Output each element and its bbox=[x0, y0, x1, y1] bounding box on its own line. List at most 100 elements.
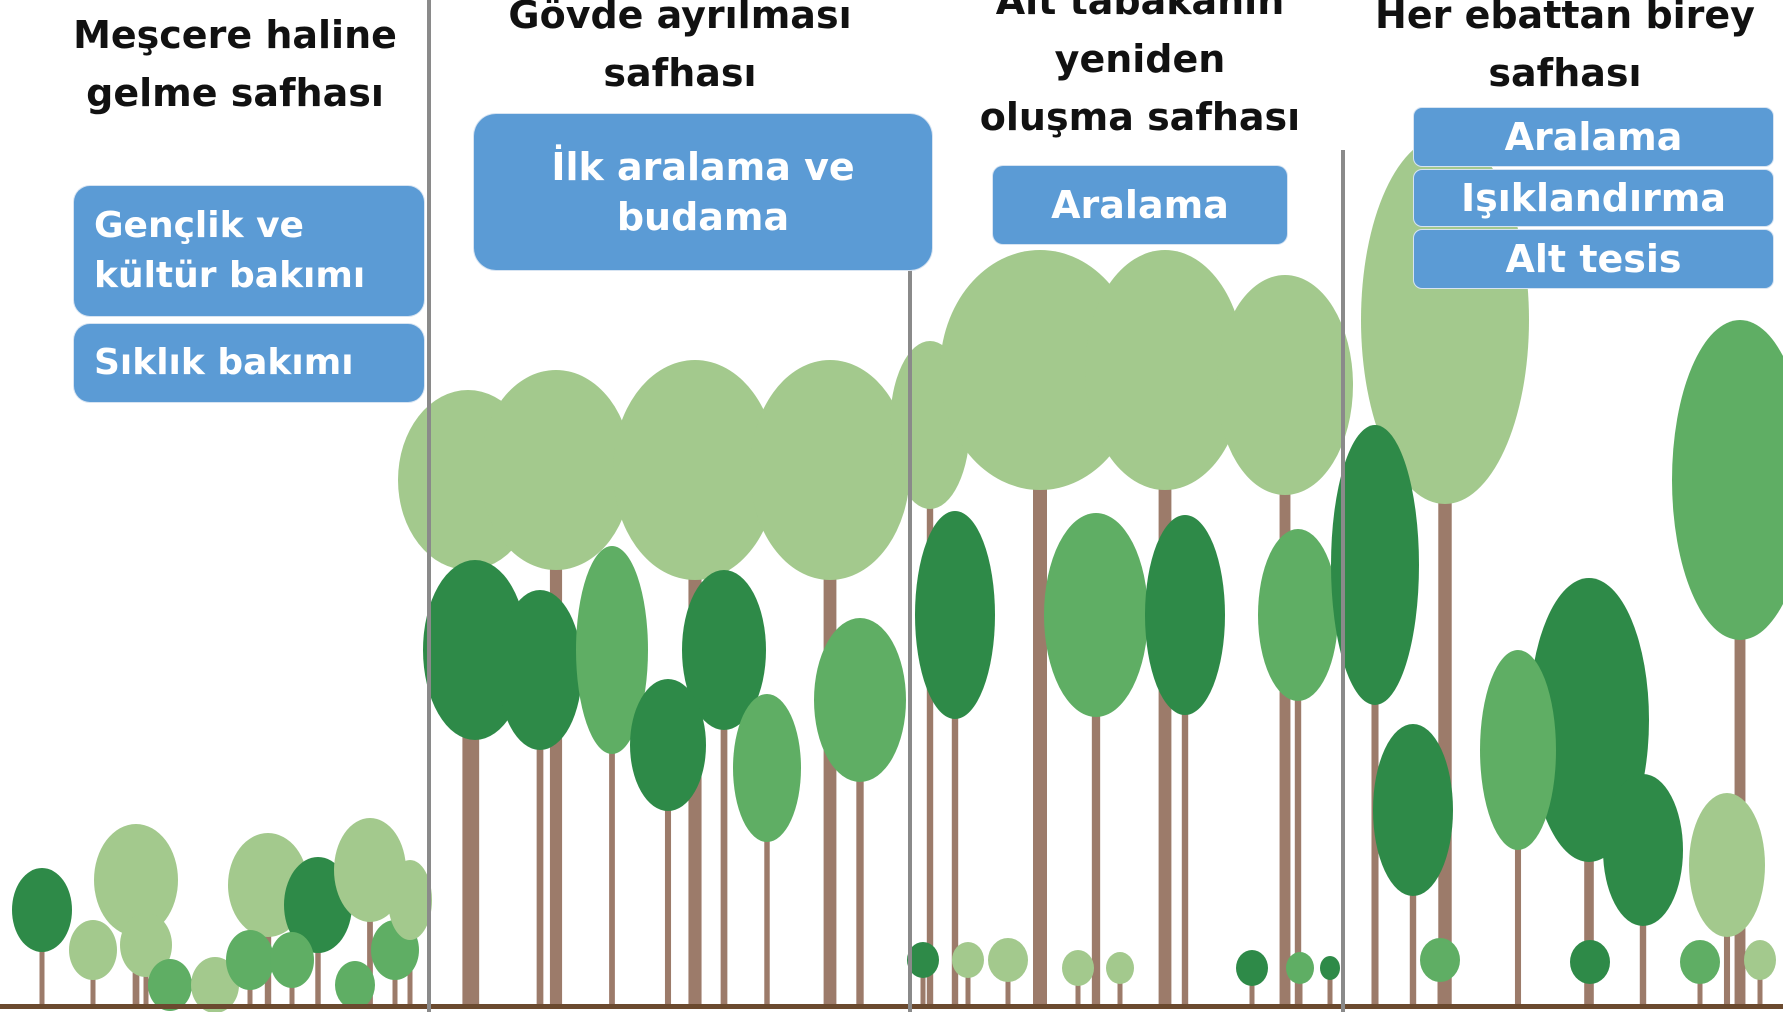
tree-trunk bbox=[1249, 975, 1255, 1004]
tree-icon bbox=[1570, 940, 1610, 984]
tree-trunk bbox=[951, 656, 959, 1004]
tree-trunk bbox=[1639, 880, 1647, 1004]
stage-2-title: Gövde ayrılması safhası bbox=[508, 0, 852, 95]
tree-icon bbox=[12, 868, 72, 952]
tree-icon bbox=[334, 818, 406, 922]
tree-icon bbox=[270, 932, 314, 988]
tree-icon bbox=[388, 860, 432, 940]
tree-trunk bbox=[470, 686, 480, 1004]
tree-trunk bbox=[1734, 544, 1746, 1004]
tree-trunk bbox=[1327, 972, 1333, 1004]
tree-icon bbox=[498, 590, 582, 750]
tree-trunk bbox=[920, 967, 926, 1004]
tree-trunk bbox=[720, 682, 728, 1004]
stage-divider-1 bbox=[427, 0, 431, 1012]
tree-icon bbox=[988, 938, 1028, 982]
tree-icon bbox=[733, 694, 801, 842]
tree-trunk bbox=[664, 771, 672, 1004]
tree-trunk bbox=[315, 924, 321, 1004]
tree-icon bbox=[1217, 275, 1353, 495]
tree-icon bbox=[940, 250, 1140, 490]
tree-icon bbox=[1603, 774, 1683, 926]
tree-icon bbox=[576, 546, 648, 754]
stage-2-action-first-thinning: İlk aralama ve budama bbox=[474, 114, 932, 270]
tree-trunk bbox=[536, 702, 544, 1004]
tree-icon bbox=[1744, 940, 1776, 980]
tree-trunk bbox=[965, 967, 971, 1004]
tree-icon bbox=[1286, 952, 1314, 984]
tree-icon bbox=[952, 942, 984, 978]
stage-1-title: Meşcere haline gelme safhası bbox=[73, 13, 397, 115]
tree-trunk bbox=[1181, 655, 1189, 1004]
tree-trunk bbox=[143, 957, 149, 1004]
tree-icon bbox=[1145, 515, 1225, 715]
tree-trunk bbox=[1723, 893, 1731, 1004]
tree-trunk bbox=[1409, 844, 1417, 1004]
tree-trunk bbox=[764, 797, 770, 1004]
tree-icon bbox=[630, 679, 706, 811]
tree-icon bbox=[120, 913, 172, 977]
stage-4-action-thinning: Aralama bbox=[1414, 108, 1773, 166]
tree-trunk bbox=[1279, 429, 1291, 1004]
tree-icon bbox=[1672, 320, 1783, 640]
tree-icon bbox=[480, 370, 632, 570]
tree-trunk bbox=[926, 458, 934, 1005]
tree-trunk bbox=[39, 926, 45, 1004]
tree-trunk bbox=[1297, 974, 1303, 1004]
tree-icon bbox=[682, 570, 766, 730]
tree-trunk bbox=[1075, 975, 1081, 1004]
tree-icon bbox=[613, 360, 777, 580]
stage-4-action-underplanting: Alt tesis bbox=[1414, 230, 1773, 288]
tree-trunk bbox=[1091, 655, 1101, 1004]
tree-trunk bbox=[1437, 968, 1443, 1004]
tree-icon bbox=[148, 959, 192, 1011]
tree-icon bbox=[1331, 425, 1419, 705]
tree-icon bbox=[1480, 650, 1556, 850]
tree-icon bbox=[1420, 938, 1460, 982]
stage-4-title: Her ebattan birey safhası bbox=[1375, 0, 1755, 95]
tree-icon bbox=[69, 920, 117, 980]
stage-3-action-thinning: Aralama bbox=[993, 166, 1287, 244]
stage-1-action-youth-care: Gençlik ve kültür bakımı bbox=[74, 186, 424, 316]
tree-icon bbox=[226, 930, 274, 990]
tree-icon bbox=[1320, 956, 1340, 980]
tree-trunk bbox=[462, 516, 474, 1004]
tree-trunk bbox=[856, 732, 864, 1004]
stage-1-action-density-care: Sıklık bakımı bbox=[74, 324, 424, 402]
tree-icon bbox=[907, 942, 939, 978]
tree-icon bbox=[750, 360, 910, 580]
tree-trunk bbox=[1514, 790, 1522, 1004]
tree-icon bbox=[915, 511, 995, 719]
tree-trunk bbox=[549, 510, 563, 1004]
tree-trunk bbox=[609, 691, 615, 1004]
tree-trunk bbox=[90, 962, 96, 1004]
stage-divider-3 bbox=[1341, 150, 1345, 1012]
tree-icon bbox=[1680, 940, 1720, 984]
stage-3-title: Alt tabakanın yeniden oluşma safhası bbox=[979, 0, 1301, 139]
tree-trunk bbox=[1005, 968, 1011, 1004]
tree-icon bbox=[1373, 724, 1453, 896]
tree-icon bbox=[1258, 529, 1338, 701]
tree-icon bbox=[1062, 950, 1094, 986]
tree-trunk bbox=[392, 962, 398, 1004]
tree-trunk bbox=[1294, 649, 1302, 1004]
tree-trunk bbox=[1117, 974, 1123, 1004]
tree-trunk bbox=[1584, 776, 1594, 1004]
tree-icon bbox=[335, 961, 375, 1009]
tree-icon bbox=[1361, 136, 1529, 504]
tree-icon bbox=[1236, 950, 1268, 986]
tree-trunk bbox=[367, 890, 373, 1004]
tree-icon bbox=[1044, 513, 1148, 717]
tree-icon bbox=[1689, 793, 1765, 937]
tree-icon bbox=[1085, 250, 1245, 490]
tree-icon bbox=[1106, 952, 1134, 984]
tree-icon bbox=[814, 618, 906, 782]
ground-line bbox=[0, 1004, 1783, 1009]
tree-trunk bbox=[1158, 418, 1172, 1004]
stage-4-action-release-cutting: Işıklandırma bbox=[1414, 170, 1773, 226]
tree-trunk bbox=[1697, 970, 1703, 1004]
tree-trunk bbox=[1033, 418, 1047, 1004]
tree-trunk bbox=[1587, 970, 1593, 1004]
stage-divider-2 bbox=[908, 240, 912, 1012]
